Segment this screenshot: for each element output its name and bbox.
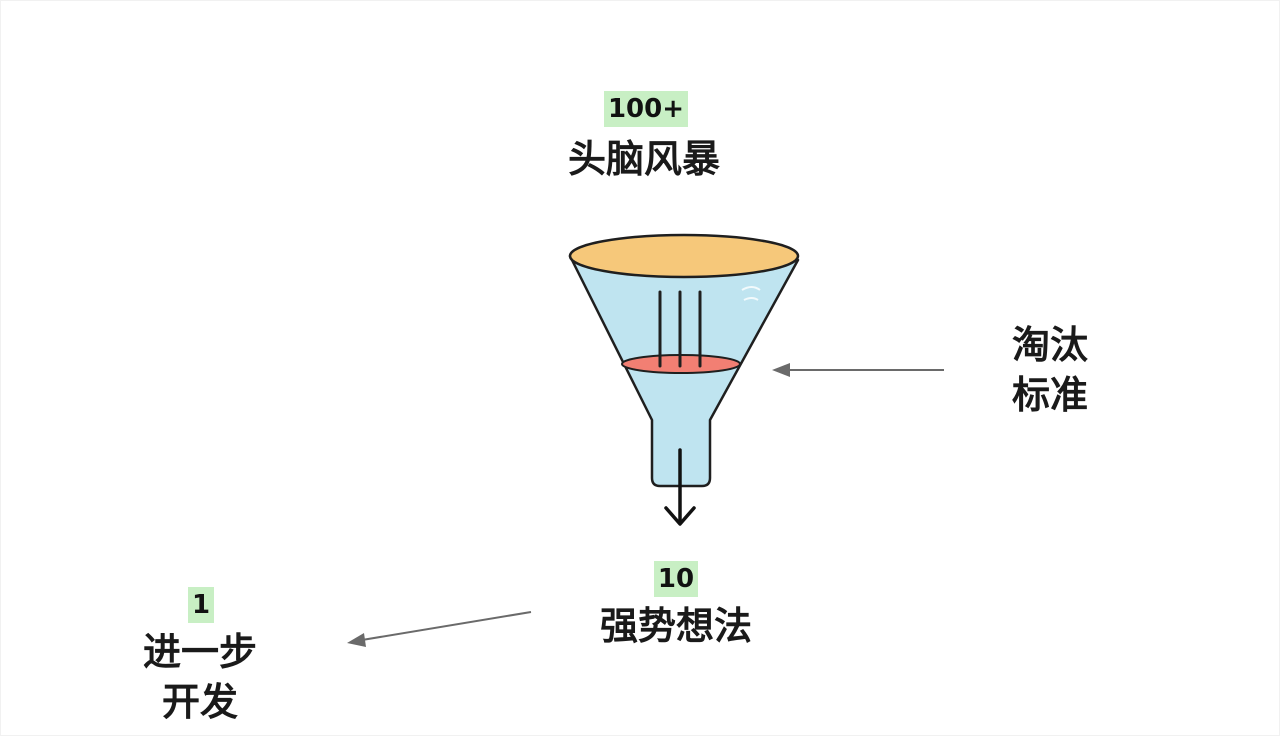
- advance-arrow: [347, 611, 532, 647]
- brainstorm-label: 头脑风暴: [567, 137, 720, 181]
- funnel-rim: [568, 233, 800, 279]
- develop-label: 进一步 开发: [110, 627, 290, 727]
- brainstorm-count-row: 100+: [546, 91, 746, 127]
- criteria-arrow: [772, 363, 944, 377]
- develop-label-line: 开发: [161, 680, 238, 724]
- strong-ideas-count-badge: 10: [653, 561, 699, 597]
- filter-rods: [658, 290, 702, 368]
- filter-criteria-line: 标准: [1011, 373, 1088, 417]
- strong-ideas-count-row: 10: [576, 561, 776, 597]
- strong-ideas-label: 强势想法: [599, 604, 752, 648]
- filter-criteria-label: 淘汰 标准: [990, 320, 1110, 420]
- develop-label-line: 进一步: [142, 630, 257, 674]
- develop-count-row: 1: [151, 587, 251, 623]
- brainstorm-count-badge: 100+: [603, 91, 689, 127]
- output-arrow: [664, 448, 696, 526]
- develop-count-badge: 1: [187, 587, 215, 623]
- funnel-glare: [741, 286, 761, 301]
- filter-criteria-line: 淘汰: [1011, 323, 1088, 367]
